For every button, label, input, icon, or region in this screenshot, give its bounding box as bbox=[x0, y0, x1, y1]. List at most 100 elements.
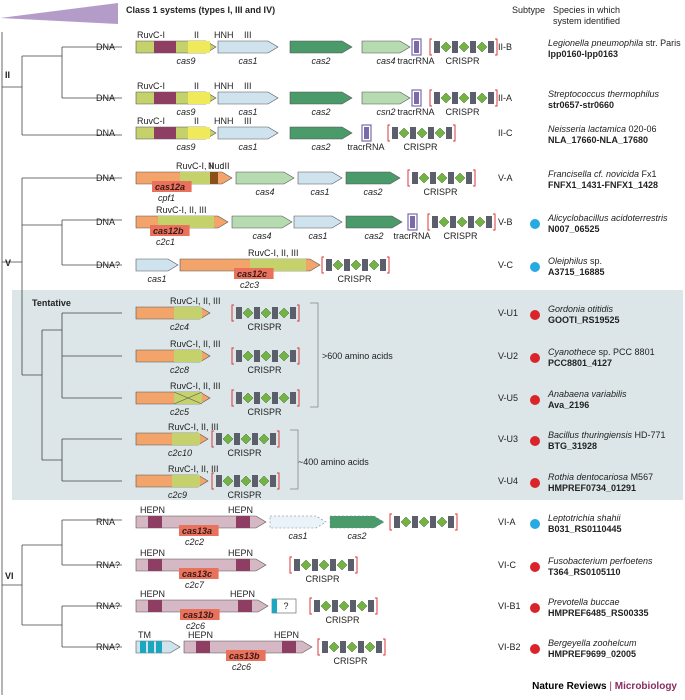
crispr-repeat bbox=[466, 172, 472, 184]
crispr-repeat bbox=[392, 127, 398, 139]
crispr-repeat bbox=[290, 307, 296, 319]
crispr-repeat bbox=[270, 475, 276, 487]
species-name: Alicyclobacillus acidoterrestris bbox=[547, 213, 668, 223]
tentative-background bbox=[12, 290, 683, 500]
crispr-bracket-right bbox=[277, 430, 280, 448]
effector-label: c2c8 bbox=[170, 365, 189, 375]
bracket-600 bbox=[310, 302, 319, 408]
hepn-label-1: HEPN bbox=[140, 548, 165, 558]
crispr-label: CRISPR bbox=[305, 574, 340, 584]
hepn-label-1: HEPN bbox=[140, 589, 165, 599]
effector-label: c2c9 bbox=[168, 490, 187, 500]
species-name: Francisella cf. novicida bbox=[548, 169, 639, 179]
crispr-spacer bbox=[328, 641, 340, 653]
species-1: Streptococcus thermophilus bbox=[548, 89, 660, 99]
crispr-spacer bbox=[332, 259, 344, 271]
domain-III-label: III bbox=[244, 30, 252, 40]
tracrrna-label: tracrRNA bbox=[393, 231, 430, 241]
crispr-bracket-right bbox=[375, 597, 378, 615]
crispr-repeat bbox=[344, 259, 350, 271]
alias-label: c2c7 bbox=[185, 580, 205, 590]
unknown-gene-tag bbox=[272, 599, 277, 613]
crispr-bracket-left bbox=[231, 347, 234, 365]
status-dot-red bbox=[530, 603, 540, 613]
hepn-label-2: HEPN bbox=[230, 589, 255, 599]
crispr-bracket-left bbox=[427, 213, 430, 231]
hepn-domain-2 bbox=[236, 516, 250, 528]
crispr-array bbox=[389, 513, 458, 531]
target-label-row-12: RNA? bbox=[96, 560, 120, 570]
hnh-domain bbox=[188, 92, 210, 104]
nuc-domain bbox=[210, 172, 218, 184]
species-suffix: str. Paris bbox=[643, 38, 681, 48]
cas2-arrow bbox=[345, 215, 403, 229]
crispr-repeat bbox=[450, 216, 456, 228]
cas12a-label: cas12a bbox=[155, 182, 185, 192]
hepn-domain-1 bbox=[148, 559, 162, 571]
alias-label: c2c6 bbox=[232, 662, 251, 672]
crispr-bracket-left bbox=[211, 472, 214, 490]
locus-7: PCC8801_4127 bbox=[548, 358, 612, 368]
crispr-repeat bbox=[452, 41, 458, 53]
tm-label: TM bbox=[138, 630, 151, 640]
cas12b-label: cas12b bbox=[153, 226, 184, 236]
cas4-label: csn2 bbox=[376, 107, 395, 117]
target-label-row-2: DNA bbox=[96, 128, 115, 138]
hepn-label-2: HEPN bbox=[228, 505, 253, 515]
crispr-repeat bbox=[430, 516, 436, 528]
hepn-label-1: HEPN bbox=[188, 630, 213, 640]
crispr-label: CRISPR bbox=[445, 107, 480, 117]
crispr-bracket-left bbox=[389, 513, 392, 531]
crispr-array: CRISPR bbox=[387, 124, 456, 152]
crispr-repeat bbox=[434, 41, 440, 53]
crispr-spacer bbox=[476, 41, 488, 53]
cas2-label: cas2 bbox=[347, 531, 366, 541]
cas12c-highlight bbox=[234, 268, 274, 279]
crispr-bracket-left bbox=[317, 638, 320, 656]
crispr-bracket-right bbox=[495, 89, 498, 107]
crispr-repeat bbox=[290, 350, 296, 362]
crispr-repeat bbox=[362, 259, 368, 271]
crispr-array: CRISPR bbox=[407, 169, 476, 197]
subtype-5: V-C bbox=[498, 260, 514, 270]
ruvc-label: RuvC-I, II bbox=[176, 161, 214, 171]
crispr-bracket-right bbox=[453, 124, 456, 142]
species-11: Leptotrichia shahii bbox=[548, 513, 622, 523]
crispr-repeat bbox=[216, 433, 222, 445]
crispr-repeat bbox=[234, 433, 240, 445]
species-suffix: sp. PCC 8801 bbox=[596, 347, 655, 357]
species-name: Rothia dentocariosa bbox=[548, 472, 628, 482]
crispr-label: CRISPR bbox=[445, 56, 480, 66]
crispr-repeat bbox=[272, 392, 278, 404]
crispr-label: CRISPR bbox=[423, 187, 458, 197]
crispr-repeat bbox=[272, 350, 278, 362]
domain-III-label: III bbox=[222, 161, 230, 171]
locus-8: Ava_2196 bbox=[548, 400, 589, 410]
locus-14: HMPREF9699_02005 bbox=[548, 649, 636, 659]
ruvc-label: RuvC-I bbox=[137, 116, 165, 126]
crispr-repeat bbox=[340, 641, 346, 653]
crispr-spacer bbox=[278, 307, 290, 319]
ruvc-label: RuvC-I, II, III bbox=[170, 381, 221, 391]
crispr-array: CRISPR bbox=[429, 38, 498, 66]
crispr-bracket-right bbox=[277, 472, 280, 490]
subtype-1: II-A bbox=[498, 93, 512, 103]
ruvc-label: RuvC-I, II, III bbox=[168, 464, 219, 474]
footer-journal: Nature Reviews bbox=[532, 681, 607, 692]
crispr-repeat bbox=[332, 600, 338, 612]
cas12c-label: cas12c bbox=[237, 269, 267, 279]
crispr-spacer bbox=[474, 216, 486, 228]
alias-label: c2c2 bbox=[185, 537, 204, 547]
crispr-repeat bbox=[254, 392, 260, 404]
crispr-repeat bbox=[488, 92, 494, 104]
crispr-repeat bbox=[312, 559, 318, 571]
species-7: Cyanothece sp. PCC 8801 bbox=[548, 347, 655, 357]
cas1-arrow bbox=[217, 40, 279, 54]
hepn-domain-1 bbox=[148, 600, 162, 612]
cas13c-highlight bbox=[179, 568, 219, 579]
locus-5: A3715_16885 bbox=[548, 267, 605, 277]
crispr-spacer bbox=[346, 641, 358, 653]
species-name: Fusobacterium perfoetens bbox=[548, 556, 653, 566]
crispr-repeat bbox=[216, 475, 222, 487]
subtype-9: V-U3 bbox=[498, 434, 518, 444]
